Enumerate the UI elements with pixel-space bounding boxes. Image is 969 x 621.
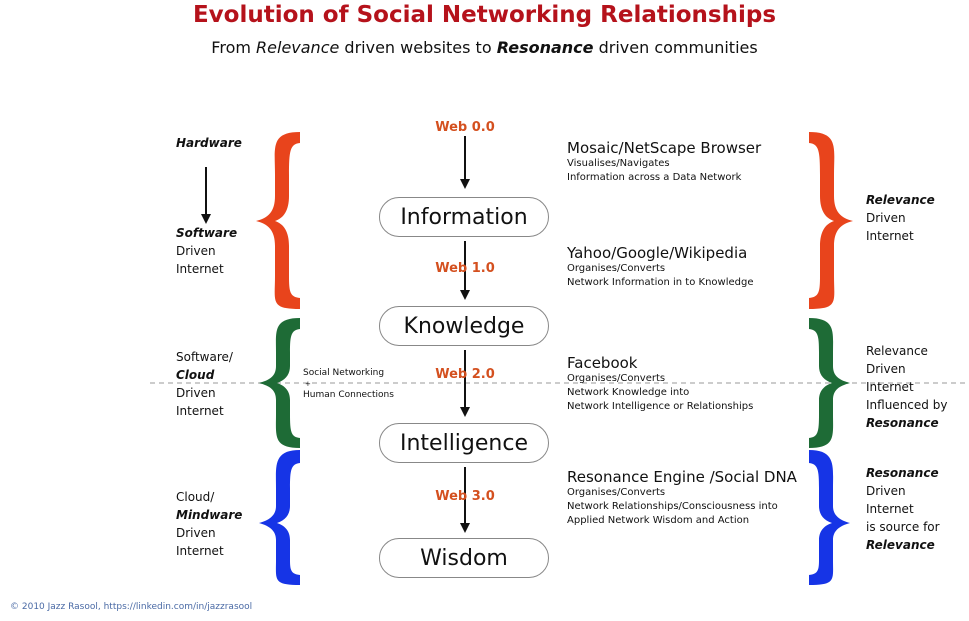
right-rel-em: Relevance xyxy=(866,193,935,207)
web-label-1: Web 1.0 xyxy=(435,261,495,276)
subtitle-part: driven communities xyxy=(593,38,758,57)
left-software-em: Software xyxy=(176,226,238,240)
node-knowledge: Knowledge xyxy=(379,306,549,346)
desc-title: Mosaic/NetScape Browser xyxy=(567,139,762,157)
right-infl-line: Internet xyxy=(866,380,914,394)
right-res-line: Internet xyxy=(866,502,914,516)
desc-line: Network Intelligence or Relationships xyxy=(567,401,754,412)
subtitle-relevance: Relevance xyxy=(256,38,340,57)
social-note-line: Social Networking xyxy=(303,368,385,378)
right-res-em2: Relevance xyxy=(866,538,935,552)
left-mind-em: Mindware xyxy=(176,508,243,522)
desc-web3: Resonance Engine /Social DNA Organises/C… xyxy=(567,468,797,528)
left-cloud-line: Driven xyxy=(176,386,216,400)
desc-line: Information across a Data Network xyxy=(567,172,742,183)
social-note-line: Human Connections xyxy=(303,390,394,400)
right-infl-line: Influenced by xyxy=(866,398,948,412)
desc-line: Organises/Converts xyxy=(567,263,666,274)
left-mind-line: Cloud/ xyxy=(176,490,215,504)
subtitle-part: driven websites to xyxy=(339,38,497,57)
right-infl-line: Relevance xyxy=(866,344,928,358)
web-label-0: Web 0.0 xyxy=(435,120,495,135)
right-resonance-label: Resonance Driven Internet is source for … xyxy=(866,464,940,554)
left-cloud-line: Software/ xyxy=(176,350,233,364)
left-hardware-text: Hardware xyxy=(176,136,242,150)
web-label-2: Web 2.0 xyxy=(435,367,495,382)
desc-line: Organises/Converts xyxy=(567,373,666,384)
right-res-em: Resonance xyxy=(866,466,939,480)
left-brace-green xyxy=(259,318,300,448)
desc-line: Visualises/Navigates xyxy=(567,158,670,169)
desc-line: Applied Network Wisdom and Action xyxy=(567,515,750,526)
right-brace-green xyxy=(809,318,850,448)
page-title: Evolution of Social Networking Relations… xyxy=(192,2,777,28)
desc-line: Network Knowledge into xyxy=(567,387,690,398)
desc-title: Facebook xyxy=(567,354,638,372)
node-intelligence: Intelligence xyxy=(379,423,549,463)
left-cloud-em: Cloud xyxy=(176,368,215,382)
right-infl-em: Resonance xyxy=(866,416,939,430)
left-cloud-line: Internet xyxy=(176,404,224,418)
desc-title: Resonance Engine /Social DNA xyxy=(567,468,797,486)
left-hardware-label: Hardware xyxy=(176,134,242,152)
node-information: Information xyxy=(379,197,549,237)
social-note: Social Networking + Human Connections xyxy=(303,366,394,402)
desc-line: Organises/Converts xyxy=(567,487,666,498)
right-influenced-label: Relevance Driven Internet Influenced by … xyxy=(866,342,947,432)
desc-line: Network Information in to Knowledge xyxy=(567,277,754,288)
left-brace-red xyxy=(256,132,300,309)
page-subtitle: From Relevance driven websites to Resona… xyxy=(0,38,969,57)
left-mind-line: Internet xyxy=(176,544,224,558)
left-mind-line: Driven xyxy=(176,526,216,540)
right-brace-red xyxy=(809,132,853,309)
left-brace-blue xyxy=(259,450,300,585)
desc-web2: Facebook Organises/Converts Network Know… xyxy=(567,354,753,414)
web-label-3: Web 3.0 xyxy=(435,489,495,504)
left-software-line: Internet xyxy=(176,262,224,276)
desc-web0: Mosaic/NetScape Browser Visualises/Navig… xyxy=(567,139,761,185)
right-brace-blue xyxy=(809,450,850,585)
desc-line: Network Relationships/Consciousness into xyxy=(567,501,778,512)
right-relevance-label: Relevance Driven Internet xyxy=(866,191,935,245)
right-res-line: is source for xyxy=(866,520,940,534)
right-rel-line: Internet xyxy=(866,229,914,243)
subtitle-resonance: Resonance xyxy=(496,38,594,57)
left-software-line: Driven xyxy=(176,244,216,258)
desc-web1: Yahoo/Google/Wikipedia Organises/Convert… xyxy=(567,244,753,290)
node-wisdom: Wisdom xyxy=(379,538,549,578)
subtitle-part: From xyxy=(211,38,257,57)
left-cloud-label: Software/ Cloud Driven Internet xyxy=(176,348,233,420)
right-res-line: Driven xyxy=(866,484,906,498)
right-infl-line: Driven xyxy=(866,362,906,376)
left-mindware-label: Cloud/ Mindware Driven Internet xyxy=(176,488,242,560)
desc-title: Yahoo/Google/Wikipedia xyxy=(567,244,748,262)
social-note-plus: + xyxy=(305,380,311,388)
right-rel-line: Driven xyxy=(866,211,906,225)
left-software-label: Software Driven Internet xyxy=(176,224,237,278)
copyright-footer: © 2010 Jazz Rasool, https://linkedin.com… xyxy=(10,602,253,612)
